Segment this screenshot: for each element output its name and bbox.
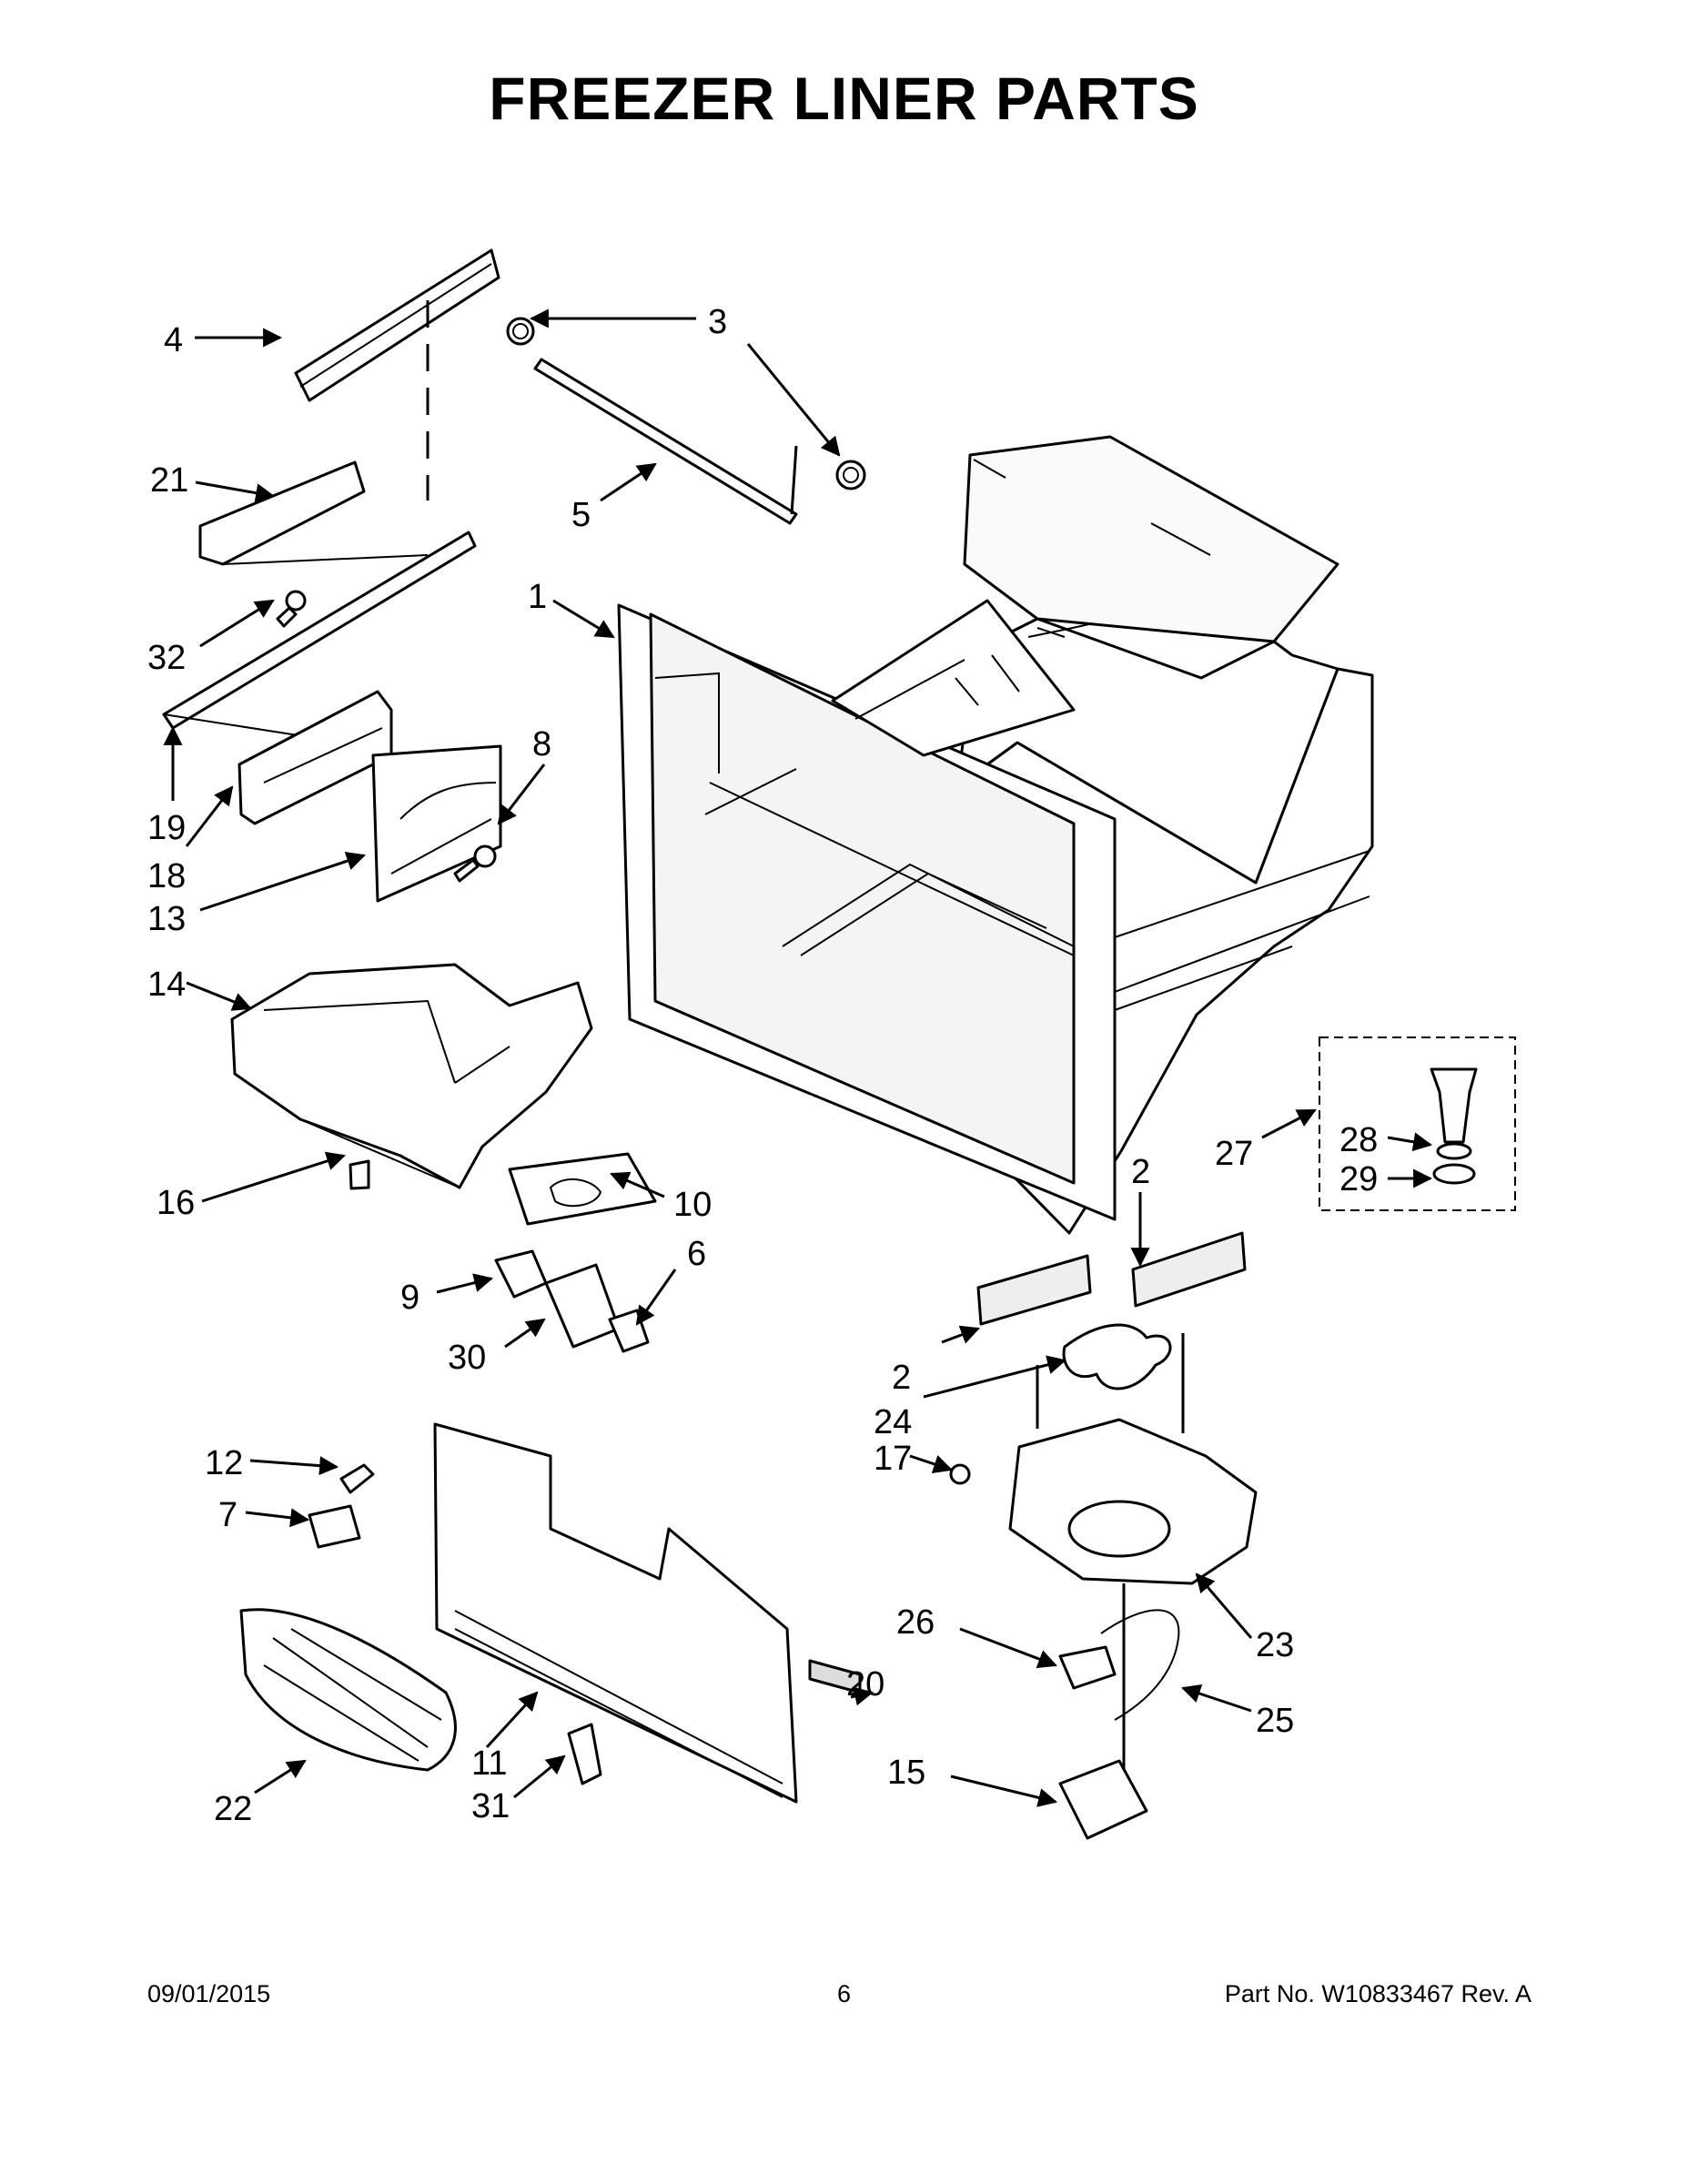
callout-24: 24 xyxy=(874,1403,912,1441)
ice-chute-housing xyxy=(230,963,657,1226)
callout-22: 22 xyxy=(214,1790,252,1828)
callout-13: 13 xyxy=(147,900,186,938)
footer-page-number: 6 xyxy=(836,1980,852,2007)
rail-bracket-assembly xyxy=(162,460,502,903)
callout-9: 9 xyxy=(400,1279,419,1317)
drain-parts-group xyxy=(1319,1036,1516,1211)
callout-26: 26 xyxy=(896,1603,935,1642)
rod-with-gears xyxy=(506,317,866,525)
callout-19: 19 xyxy=(147,809,186,847)
callout-28: 28 xyxy=(1339,1121,1378,1159)
callout-23: 23 xyxy=(1256,1626,1294,1664)
callout-labels: 4 3 21 5 1 32 8 19 18 13 14 16 10 6 9 30… xyxy=(147,303,1378,1828)
callout-4: 4 xyxy=(164,321,183,359)
callout-10: 10 xyxy=(673,1186,712,1224)
callout-12: 12 xyxy=(205,1444,243,1482)
callout-27: 27 xyxy=(1215,1135,1253,1173)
callout-29: 29 xyxy=(1339,1160,1378,1198)
evaporator-fan-assembly xyxy=(949,1231,1258,1840)
rear-panel-and-grille xyxy=(239,1422,862,1804)
callout-16: 16 xyxy=(157,1184,195,1222)
callout-6: 6 xyxy=(687,1235,706,1273)
callout-2-top: 2 xyxy=(1131,1153,1150,1191)
callout-20: 20 xyxy=(846,1665,884,1704)
footer-part-number: Part No. W10833467 Rev. A xyxy=(1224,1980,1531,2007)
freezer-liner-tub xyxy=(617,435,1374,1235)
callout-3: 3 xyxy=(708,303,727,341)
top-rail xyxy=(294,248,500,500)
callout-32: 32 xyxy=(147,639,186,677)
footer-date: 09/01/2015 xyxy=(147,1980,271,2007)
callout-11: 11 xyxy=(471,1744,507,1783)
callout-8: 8 xyxy=(532,725,551,763)
callout-31: 31 xyxy=(471,1787,510,1825)
callout-leaders xyxy=(163,308,1433,1807)
callout-25: 25 xyxy=(1256,1702,1294,1740)
callout-7: 7 xyxy=(218,1496,238,1534)
callout-17: 17 xyxy=(874,1440,912,1478)
callout-14: 14 xyxy=(147,966,186,1004)
page-title: FREEZER LINER PARTS xyxy=(489,65,1199,132)
callout-21: 21 xyxy=(150,461,188,500)
callout-30: 30 xyxy=(448,1339,486,1377)
callout-1: 1 xyxy=(528,578,547,616)
auger-motor-parts xyxy=(494,1249,650,1353)
callout-2-left: 2 xyxy=(892,1359,911,1397)
callout-18: 18 xyxy=(147,857,186,895)
callout-5: 5 xyxy=(571,496,591,534)
callout-15: 15 xyxy=(887,1754,925,1792)
